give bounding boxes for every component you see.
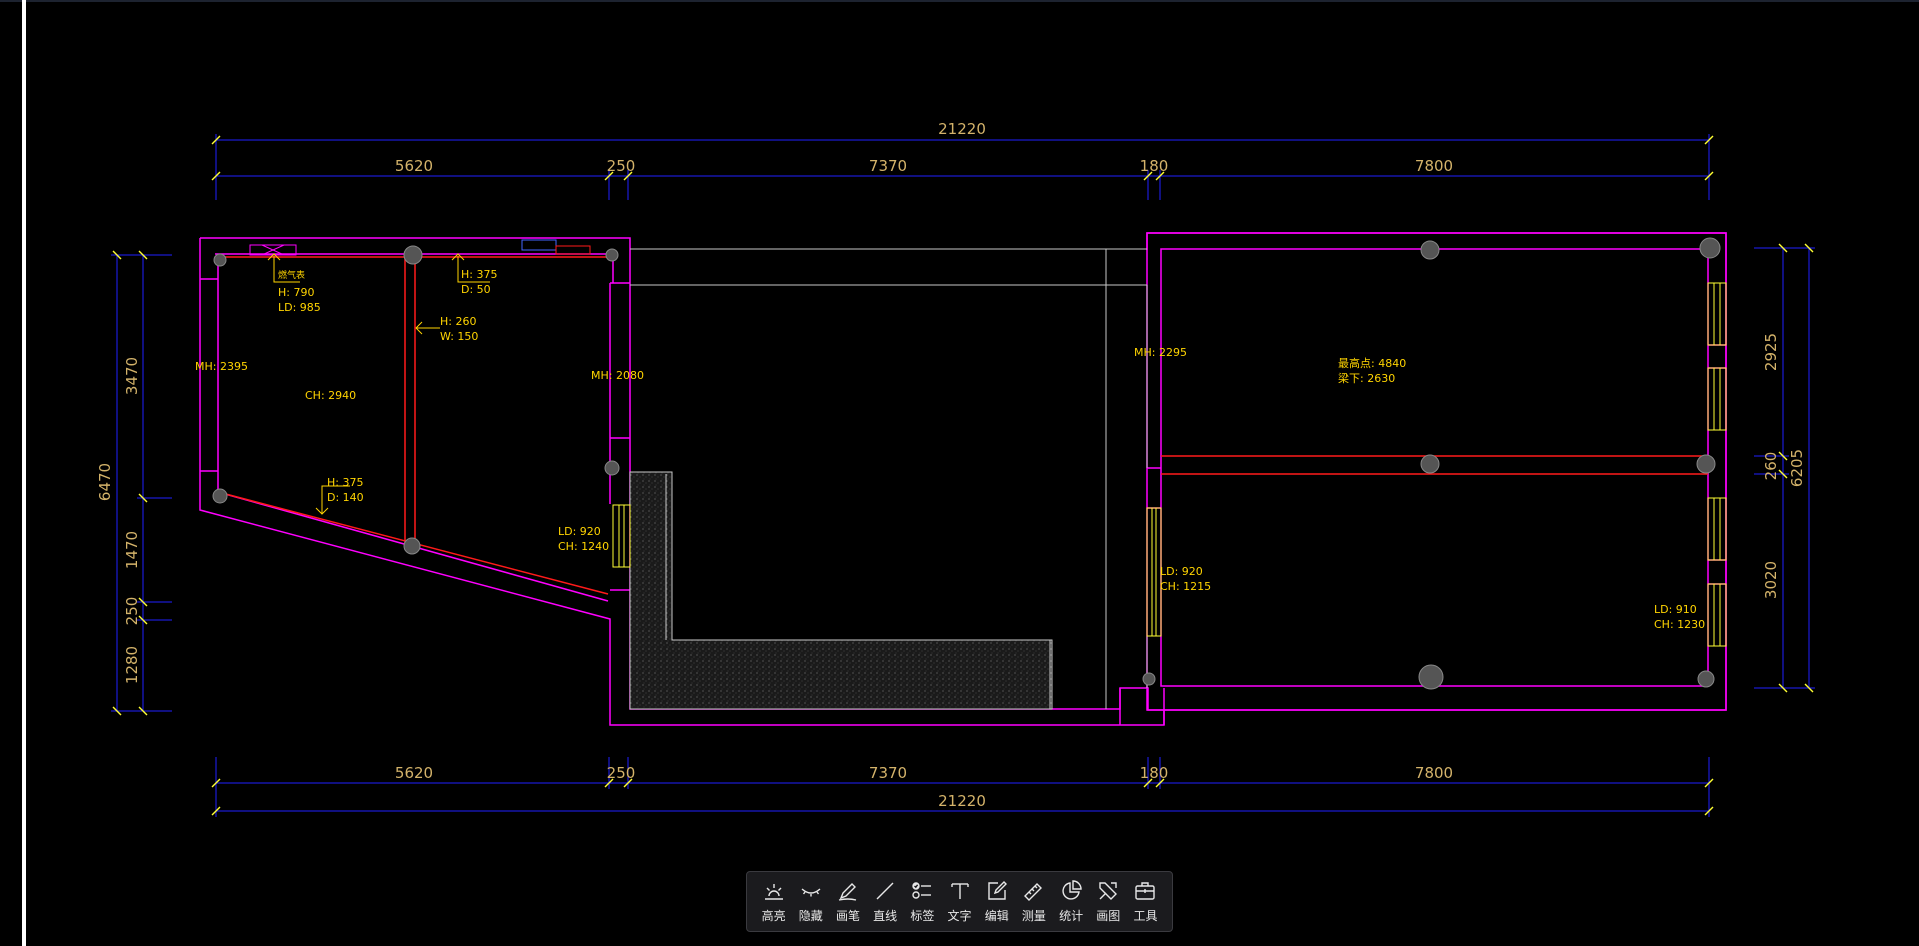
highlight-button[interactable]: 高亮: [755, 879, 792, 924]
dim-right-seg-2: 260: [1762, 452, 1780, 481]
anno-a1-ld: LD: 985: [278, 301, 321, 314]
anno-a4-mh: MH: 2395: [195, 360, 248, 373]
anno-a12-ld: LD: 910: [1654, 603, 1697, 616]
highlight-label: 高亮: [761, 909, 786, 923]
anno-a8-ch: CH: 1240: [558, 540, 609, 553]
dim-left-seg-3: 250: [123, 597, 141, 626]
left-dimensions: [111, 254, 172, 712]
highlight-icon: [764, 884, 783, 900]
dim-bottom-seg-1: 5620: [395, 764, 433, 782]
draw-icon: [1099, 882, 1118, 900]
dim-top-seg-5: 7800: [1415, 157, 1453, 175]
dim-left-seg-1: 3470: [123, 357, 141, 395]
tools-label: 工具: [1133, 909, 1158, 923]
anno-a5-ch: CH: 2940: [305, 389, 356, 402]
hide-icon: [801, 888, 821, 897]
anno-gas-meter: 燃气表: [278, 269, 305, 281]
draw-label: 画图: [1096, 909, 1121, 923]
top-dimensions: [215, 134, 1710, 200]
pen-button[interactable]: 画笔: [829, 879, 866, 924]
line-button[interactable]: 直线: [867, 879, 904, 924]
pen-icon: [838, 883, 857, 901]
dim-bottom-total: 21220: [938, 792, 986, 810]
middle-room-lines: [630, 248, 1148, 709]
measure-button[interactable]: 测量: [1015, 879, 1052, 924]
hide-label: 隐藏: [798, 909, 823, 923]
anno-a2-h: H: 375: [461, 268, 497, 281]
line-label: 直线: [873, 909, 898, 923]
dim-right-seg-1: 2925: [1762, 333, 1780, 371]
dim-bottom-seg-4: 180: [1140, 764, 1169, 782]
bottom-toolbar: 高亮 隐藏 画笔 直线 标签 文字 编辑: [746, 871, 1173, 932]
anno-a12-ch: CH: 1230: [1654, 618, 1705, 631]
stats-icon: [1062, 880, 1082, 900]
anno-a11-ch: CH: 1215: [1160, 580, 1211, 593]
bottom-dimensions: [215, 757, 1710, 817]
edit-button[interactable]: 编辑: [978, 879, 1015, 924]
dim-top-seg-3: 7370: [869, 157, 907, 175]
draw-button[interactable]: 画图: [1090, 879, 1127, 924]
anno-a3-h: H: 260: [440, 315, 476, 328]
tag-icon: [912, 882, 932, 899]
stats-button[interactable]: 统计: [1053, 879, 1090, 924]
leader-lines: [267, 253, 490, 515]
beams: [216, 256, 1708, 595]
anno-a6-h: H: 375: [327, 476, 363, 489]
dim-top-seg-4: 180: [1140, 157, 1169, 175]
edit-icon: [988, 881, 1007, 900]
anno-a3-w: W: 150: [440, 330, 478, 343]
measure-label: 测量: [1021, 909, 1046, 923]
dim-left-seg-2: 1470: [123, 531, 141, 569]
anno-a11-ld: LD: 920: [1160, 565, 1203, 578]
dim-bottom-seg-2: 250: [607, 764, 636, 782]
anno-a7-mh: MH: 2080: [591, 369, 644, 382]
columns: [212, 237, 1721, 690]
anno-a10-top: 最高点: 4840: [1338, 356, 1406, 370]
top-border: [0, 0, 1919, 2]
text-label: 文字: [947, 909, 972, 923]
anno-a1-h: H: 790: [278, 286, 314, 299]
anno-a10-bot: 梁下: 2630: [1338, 371, 1395, 385]
tools-button[interactable]: 工具: [1127, 879, 1164, 924]
anno-a2-d: D: 50: [461, 283, 491, 296]
edit-label: 编辑: [984, 909, 1009, 923]
hide-button[interactable]: 隐藏: [792, 879, 829, 924]
stats-label: 统计: [1059, 909, 1084, 923]
dim-right-seg-3: 3020: [1762, 561, 1780, 599]
text-icon: [950, 883, 969, 899]
windows: [612, 282, 1727, 647]
tag-button[interactable]: 标签: [904, 879, 941, 924]
dim-top-seg-1: 5620: [395, 157, 433, 175]
tools-icon: [1135, 882, 1156, 900]
anno-a9-mh: MH: 2295: [1134, 346, 1187, 359]
dim-right-total: 6205: [1788, 449, 1806, 487]
pen-label: 画笔: [835, 909, 860, 923]
left-edge-bar: [22, 0, 26, 946]
text-button[interactable]: 文字: [941, 879, 978, 924]
line-icon: [876, 882, 894, 900]
anno-a6-d: D: 140: [327, 491, 364, 504]
measure-icon: [1023, 883, 1042, 901]
tag-label: 标签: [910, 909, 935, 923]
speckled-floor-area: [629, 471, 1053, 710]
anno-a8-ld: LD: 920: [558, 525, 601, 538]
dim-left-seg-4: 1280: [123, 646, 141, 684]
dim-bottom-seg-5: 7800: [1415, 764, 1453, 782]
dim-left-total: 6470: [96, 463, 114, 501]
dim-top-seg-2: 250: [607, 157, 636, 175]
dim-bottom-seg-3: 7370: [869, 764, 907, 782]
dim-top-total: 21220: [938, 120, 986, 138]
